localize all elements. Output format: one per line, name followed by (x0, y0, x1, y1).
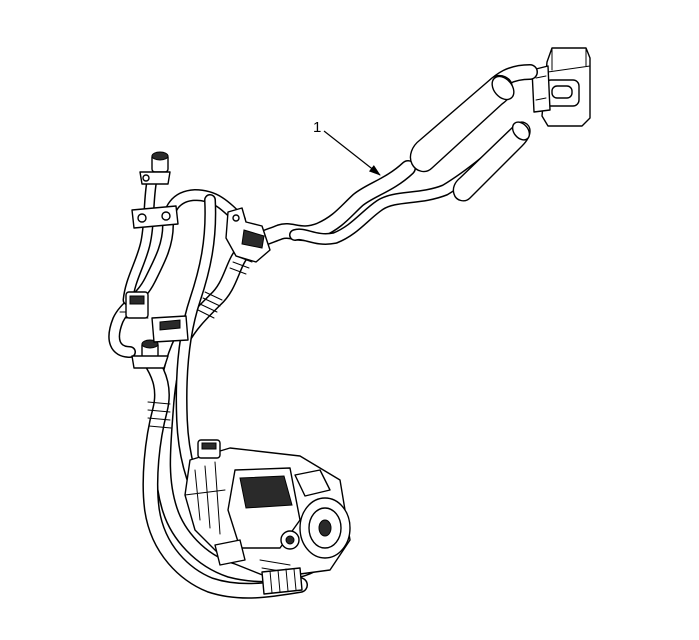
hose-clip-left (131, 205, 179, 229)
pressure-switch (119, 291, 149, 319)
suction-line-muffler (409, 74, 515, 173)
ribbed-hose-section-upper (197, 255, 253, 319)
ribbed-hose-section-lower (147, 401, 172, 429)
discharge-hose-coupler (261, 567, 303, 595)
callout-1-leader (323, 130, 381, 176)
callout-1-label: 1 (313, 119, 321, 136)
hose-bracket (225, 207, 271, 263)
ac-compressor (184, 439, 351, 579)
hose-clip-middle (151, 315, 189, 343)
high-pressure-service-port (139, 151, 171, 185)
callout-1: 1 (313, 119, 381, 176)
low-pressure-service-port (131, 339, 169, 369)
liquid-line-muffler (452, 121, 531, 202)
evaporator-connector-block (531, 47, 591, 127)
